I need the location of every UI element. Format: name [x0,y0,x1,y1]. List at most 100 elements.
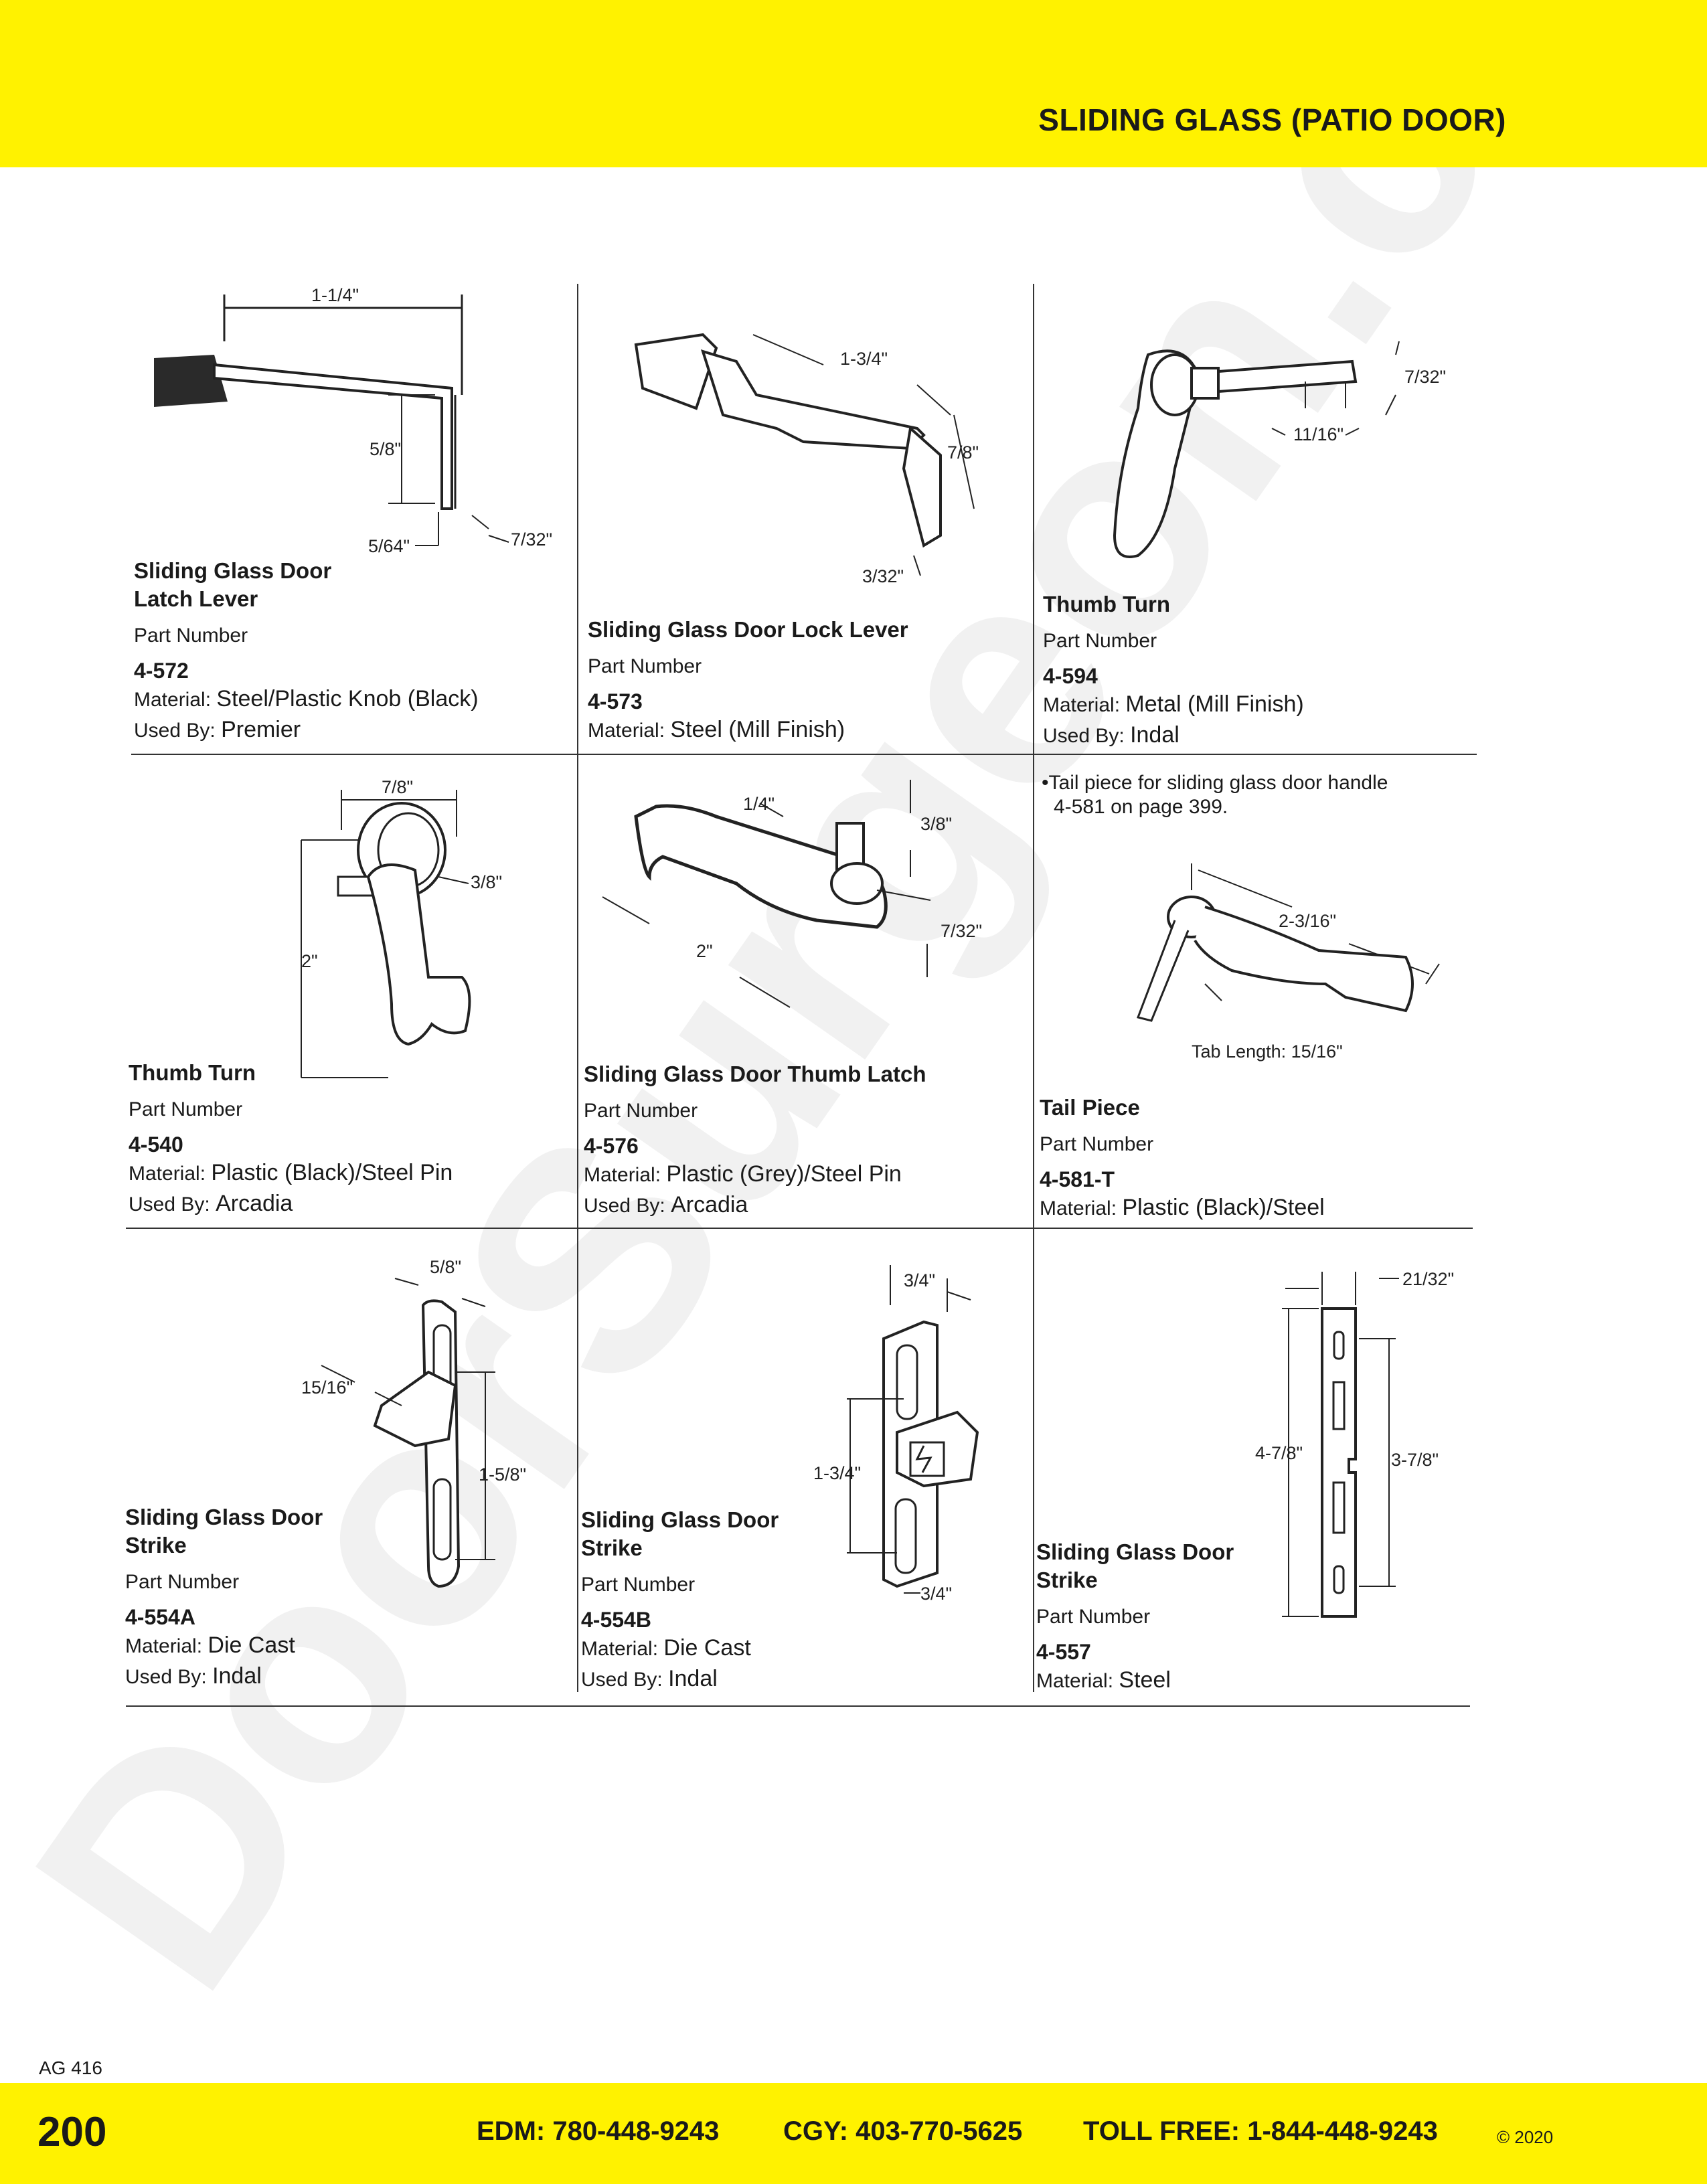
dimension-label: 1-5/8" [479,1464,526,1485]
dimension-label: 2-3/16" [1279,911,1336,931]
dimension-label: 7/32" [1404,367,1446,387]
material-line: Material: Metal (Mill Finish) [1043,691,1304,717]
dimension-label: 3/4" [920,1584,952,1604]
part-number: 4-576 [584,1134,639,1158]
product-4-572: Sliding Glass Door Latch Lever Part Numb… [134,557,479,746]
dimension-label: 21/32" [1402,1269,1454,1289]
product-name: Strike [125,1533,187,1558]
part-number: 4-594 [1043,664,1098,688]
dimension-label: 5/64" [368,536,410,556]
product-name: Sliding Glass Door Thumb Latch [584,1062,926,1086]
material-line: Material: Steel [1036,1667,1171,1693]
row-divider [126,1705,1470,1707]
column-divider [1033,284,1034,1692]
strike-554a-drawing: 5/8" 15/16" 1-5/8" [301,1257,526,1588]
dimension-label: 7/8" [382,777,413,797]
product-4-554A: Sliding Glass Door Strike Part Number 4-… [125,1503,323,1692]
dimension-label: 2" [696,941,713,961]
product-name: Thumb Turn [129,1060,256,1085]
product-name: Strike [1036,1568,1098,1592]
copyright: © 2020 [1497,2127,1554,2147]
dimension-label: 11/16" [1293,424,1344,444]
part-number-label: Part Number [1043,630,1157,652]
dimension-label: 7/8" [947,442,979,463]
material-value: Plastic (Black)/Steel Pin [211,1160,453,1185]
dimension-label: 3-7/8" [1391,1450,1439,1470]
material-value: Steel [1119,1667,1171,1693]
used-by-value: Indal [668,1666,718,1691]
material-value: Steel/Plastic Knob (Black) [216,686,479,711]
product-4-540: Thumb Turn Part Number 4-540 Material: P… [129,1059,453,1220]
part-number: 4-557 [1036,1640,1091,1664]
strike-557-drawing: 21/32" 4-7/8" 3-7/8" [1255,1269,1454,1618]
product-4-576: Sliding Glass Door Thumb Latch Part Numb… [584,1060,926,1221]
material-value: Die Cast [208,1632,295,1658]
used-by-value: Arcadia [216,1191,293,1216]
material-value: Die Cast [663,1635,751,1661]
product-4-581-T: Tail Piece Part Number 4-581-T Material:… [1040,1094,1325,1224]
dimension-label: 15/16" [301,1377,353,1398]
used-by-line: Used By: Arcadia [129,1191,293,1216]
page-code: AG 416 [39,2057,102,2078]
dimension-label: 3/4" [904,1270,935,1290]
column-divider [577,284,578,1692]
material-value: Plastic (Black)/Steel [1122,1195,1325,1220]
page-header: SLIDING GLASS (PATIO DOOR) [0,0,1707,167]
product-4-594: Thumb Turn Part Number 4-594 Material: M… [1043,590,1304,751]
product-name: Sliding Glass Door [134,558,332,583]
thumb-turn-540-drawing: 7/8" 2" 3/8" [301,777,502,1078]
part-number-label: Part Number [1040,1133,1154,1155]
product-name: Sliding Glass Door [581,1507,779,1532]
material-value: Plastic (Grey)/Steel Pin [666,1161,902,1187]
product-name: Sliding Glass Door [125,1505,323,1529]
dimension-label: 1-3/4" [813,1463,861,1483]
dimension-label: 3/32" [862,566,904,586]
used-by-value: Indal [212,1663,262,1689]
dimension-label: 1/4" [743,794,775,814]
dimension-label: 7/32" [941,921,982,941]
part-number-label: Part Number [581,1574,696,1596]
material-line: Material: Die Cast [125,1632,295,1658]
product-name: Sliding Glass Door Lock Lever [588,617,908,642]
used-by-line: Used By: Premier [134,717,301,742]
dimension-label: 7/32" [511,529,552,550]
product-name: Thumb Turn [1043,592,1171,616]
part-number-label: Part Number [125,1571,240,1593]
product-4-557: Sliding Glass Door Strike Part Number 4-… [1036,1538,1234,1696]
dimension-label: 5/8" [370,439,401,459]
part-number-label: Part Number [1036,1606,1151,1628]
product-4-573: Sliding Glass Door Lock Lever Part Numbe… [588,616,908,746]
used-by-line: Used By: Indal [581,1666,718,1691]
thumb-turn-594-drawing: 7/32" 11/16" [1113,341,1446,558]
dimension-label: 1-3/4" [840,349,888,369]
material-value: Metal (Mill Finish) [1125,691,1304,717]
part-number: 4-554B [581,1608,651,1632]
page-footer: 200 EDM: 780-448-9243 CGY: 403-770-5625 … [0,2083,1707,2184]
part-number: 4-540 [129,1132,183,1157]
part-number: 4-554A [125,1605,195,1629]
page-title: SLIDING GLASS (PATIO DOOR) [1038,102,1506,137]
part-number-label: Part Number [129,1098,243,1120]
part-number-label: Part Number [584,1100,698,1122]
material-line: Material: Die Cast [581,1635,751,1661]
dimension-label: 3/8" [920,814,952,834]
material-value: Steel (Mill Finish) [670,717,845,742]
toll-free-phone: TOLL FREE: 1-844-448-9243 [1083,2116,1438,2146]
row-divider [131,754,1477,755]
used-by-line: Used By: Indal [1043,722,1180,748]
part-number-label: Part Number [588,655,702,677]
row-divider [126,1228,1473,1229]
used-by-value: Premier [221,717,301,742]
dimension-label: Tab Length: 15/16" [1192,1041,1343,1062]
material-line: Material: Plastic (Grey)/Steel Pin [584,1161,902,1187]
used-by-value: Arcadia [671,1192,748,1217]
material-line: Material: Plastic (Black)/Steel Pin [129,1160,453,1185]
product-name: Tail Piece [1040,1095,1140,1120]
edm-phone: EDM: 780-448-9243 [477,2116,720,2146]
part-number: 4-572 [134,659,189,683]
dimension-label: 5/8" [430,1257,461,1277]
product-name: Latch Lever [134,586,258,611]
dimension-label: 4-7/8" [1255,1443,1303,1463]
product-name: Strike [581,1535,643,1560]
material-line: Material: Steel (Mill Finish) [588,717,845,742]
